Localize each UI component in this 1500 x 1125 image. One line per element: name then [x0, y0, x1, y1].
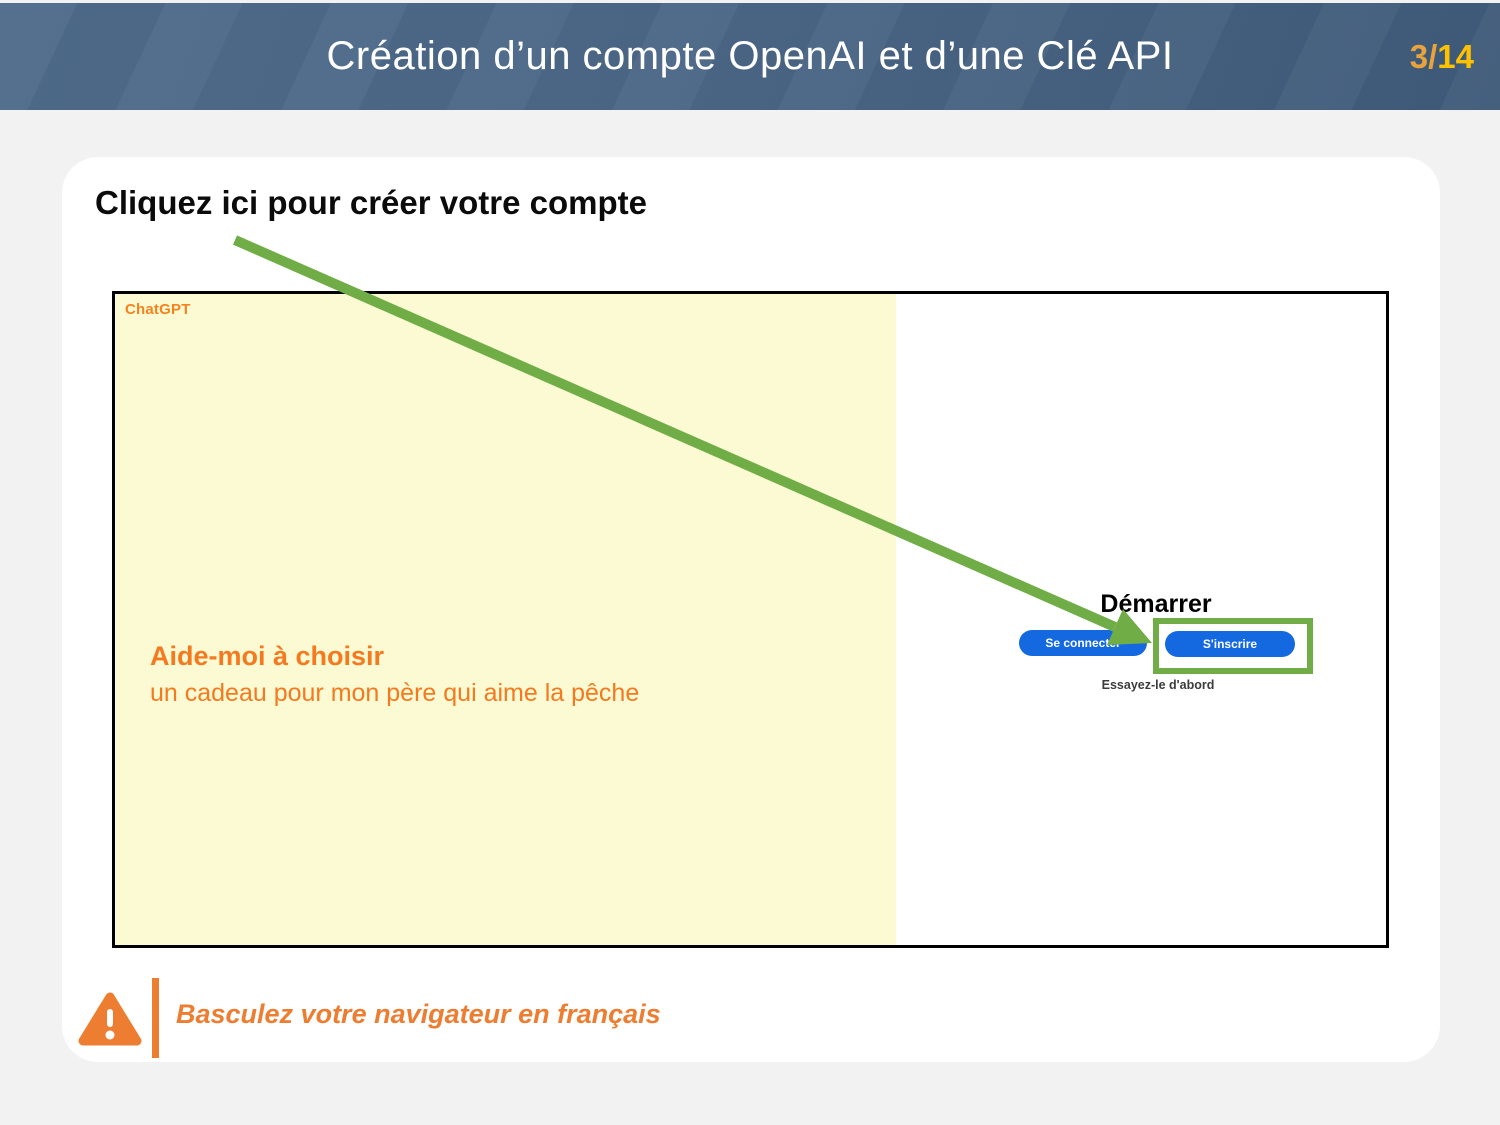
page-number-current: 3/ — [1409, 37, 1438, 75]
prompt-title: Aide-moi à choisir — [150, 641, 385, 671]
get-started-heading: Démarrer — [1100, 590, 1212, 618]
login-button[interactable]: Se connecter — [1019, 630, 1147, 656]
note-divider — [152, 978, 159, 1058]
note-text: Basculez votre navigateur en français — [176, 999, 661, 1029]
prompt-example: Aide-moi à choisir un cadeau pour mon pè… — [150, 641, 639, 708]
try-first-label: Essayez-le d'abord — [1101, 678, 1215, 692]
prompt-subtitle: un cadeau pour mon père qui aime la pêch… — [150, 679, 640, 707]
prompt-panel — [115, 294, 896, 945]
page-number-total: 14 — [1437, 37, 1474, 75]
chatgpt-screenshot: ChatGPT Aide-moi à choisir un cadeau pou… — [112, 291, 1389, 948]
slide-header: Création d’un compte OpenAI et d’une Clé… — [0, 3, 1500, 110]
signup-button[interactable]: S'inscrire — [1165, 631, 1295, 657]
slide-title: Création d’un compte OpenAI et d’une Clé… — [326, 34, 1174, 78]
page-indicator: 3/14 — [1410, 38, 1474, 76]
chatgpt-logo: ChatGPT — [125, 301, 191, 318]
warning-icon — [78, 992, 142, 1046]
signup-highlight-box — [1153, 618, 1313, 674]
instruction-heading: Cliquez ici pour créer votre compte — [95, 184, 647, 221]
